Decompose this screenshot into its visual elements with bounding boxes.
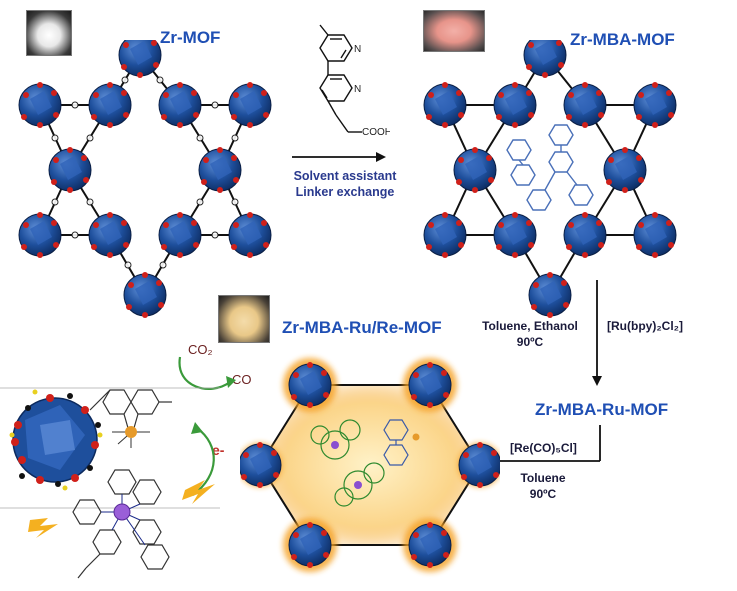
linker-n2: N [354,84,361,95]
mba-linkers-in-pore [506,124,594,211]
step2-temp: 90ºC [516,335,544,349]
zr-mba-mof-label: Zr-MBA-MOF [570,30,675,49]
co2-text: CO₂ [188,342,213,357]
light-bolt-right-icon [182,480,215,504]
re-center [412,433,420,441]
zr-mba-mof-framework [423,40,677,319]
step2-solvent: Toluene, Ethanol [482,319,578,333]
co-label: CO [232,372,252,387]
zr-mof-framework [18,40,272,319]
zr-mba-mof-powder-photo [423,10,485,52]
step1-condition-line2: Linker exchange [295,185,395,199]
step2-reagent: [Ru(bpy)₂Cl₂] [607,319,683,333]
zr-mba-ru-re-mof-powder-photo [218,295,270,343]
ru-center-1 [331,441,339,449]
light-bolt-left-icon [28,518,58,538]
ru-atom [113,503,131,521]
step2-solvent-block: Toluene, Ethanol 90ºC [468,318,592,350]
co2-to-co-arrow [178,356,236,390]
mba-linker-structure: N N COOH [319,24,390,138]
catalysis-molecular-scheme [0,387,220,579]
zr-mba-ru-re-mof-label: Zr-MBA-Ru/Re-MOF [282,318,442,337]
electron-transfer-arrow [191,422,215,496]
linker-n1: N [354,44,361,55]
zr-mof-label: Zr-MOF [160,28,221,47]
electron-label: e- [212,442,225,458]
zr-mof-powder-photo [26,10,72,56]
ru-center-2 [354,481,362,489]
re-atom [125,426,137,438]
zr-mba-ru-mof-label: Zr-MBA-Ru-MOF [535,400,669,419]
zr-mba-ru-re-mof-framework [240,358,500,572]
re-complex-in-pore [383,419,409,466]
step3-solvent-block: Toluene 90ºC [508,470,578,502]
linker-cooh: COOH [362,127,390,138]
step2-arrow [592,280,602,386]
step3-solvent: Toluene [520,471,566,485]
step3-temp: 90ºC [529,487,557,501]
step1-condition-line1: Solvent assistant [293,169,397,183]
step1-arrow [292,152,386,162]
zr-cluster-closeup [9,389,103,491]
step1-conditions: Solvent assistant Linker exchange [270,168,420,200]
co2-label: CO₂ [188,342,213,357]
step3-reagent: [Re(CO)₅Cl] [510,441,577,455]
ru-complexes-in-pore [310,419,385,507]
